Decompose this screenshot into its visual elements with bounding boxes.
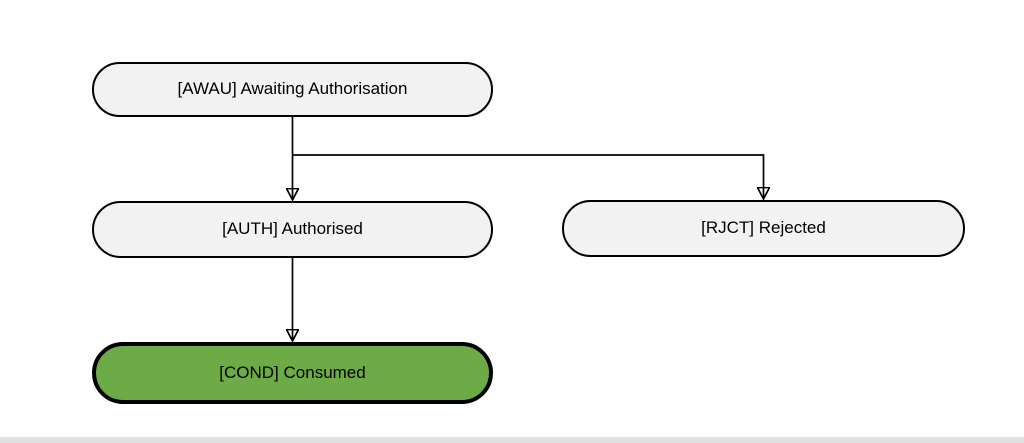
node-awau-awaiting-authorisation: [AWAU] Awaiting Authorisation [92,62,493,117]
node-auth-authorised: [AUTH] Authorised [92,201,493,258]
node-rjct-rejected: [RJCT] Rejected [562,200,965,257]
node-cond-consumed: [COND] Consumed [92,342,493,404]
node-label: [RJCT] Rejected [701,218,826,238]
edge-awau-rjct [292,154,764,199]
horizontal-scrollbar-track[interactable] [0,437,1024,443]
node-label: [AUTH] Authorised [222,219,363,239]
node-label: [AWAU] Awaiting Authorisation [177,79,408,99]
node-label: [COND] Consumed [219,362,366,382]
